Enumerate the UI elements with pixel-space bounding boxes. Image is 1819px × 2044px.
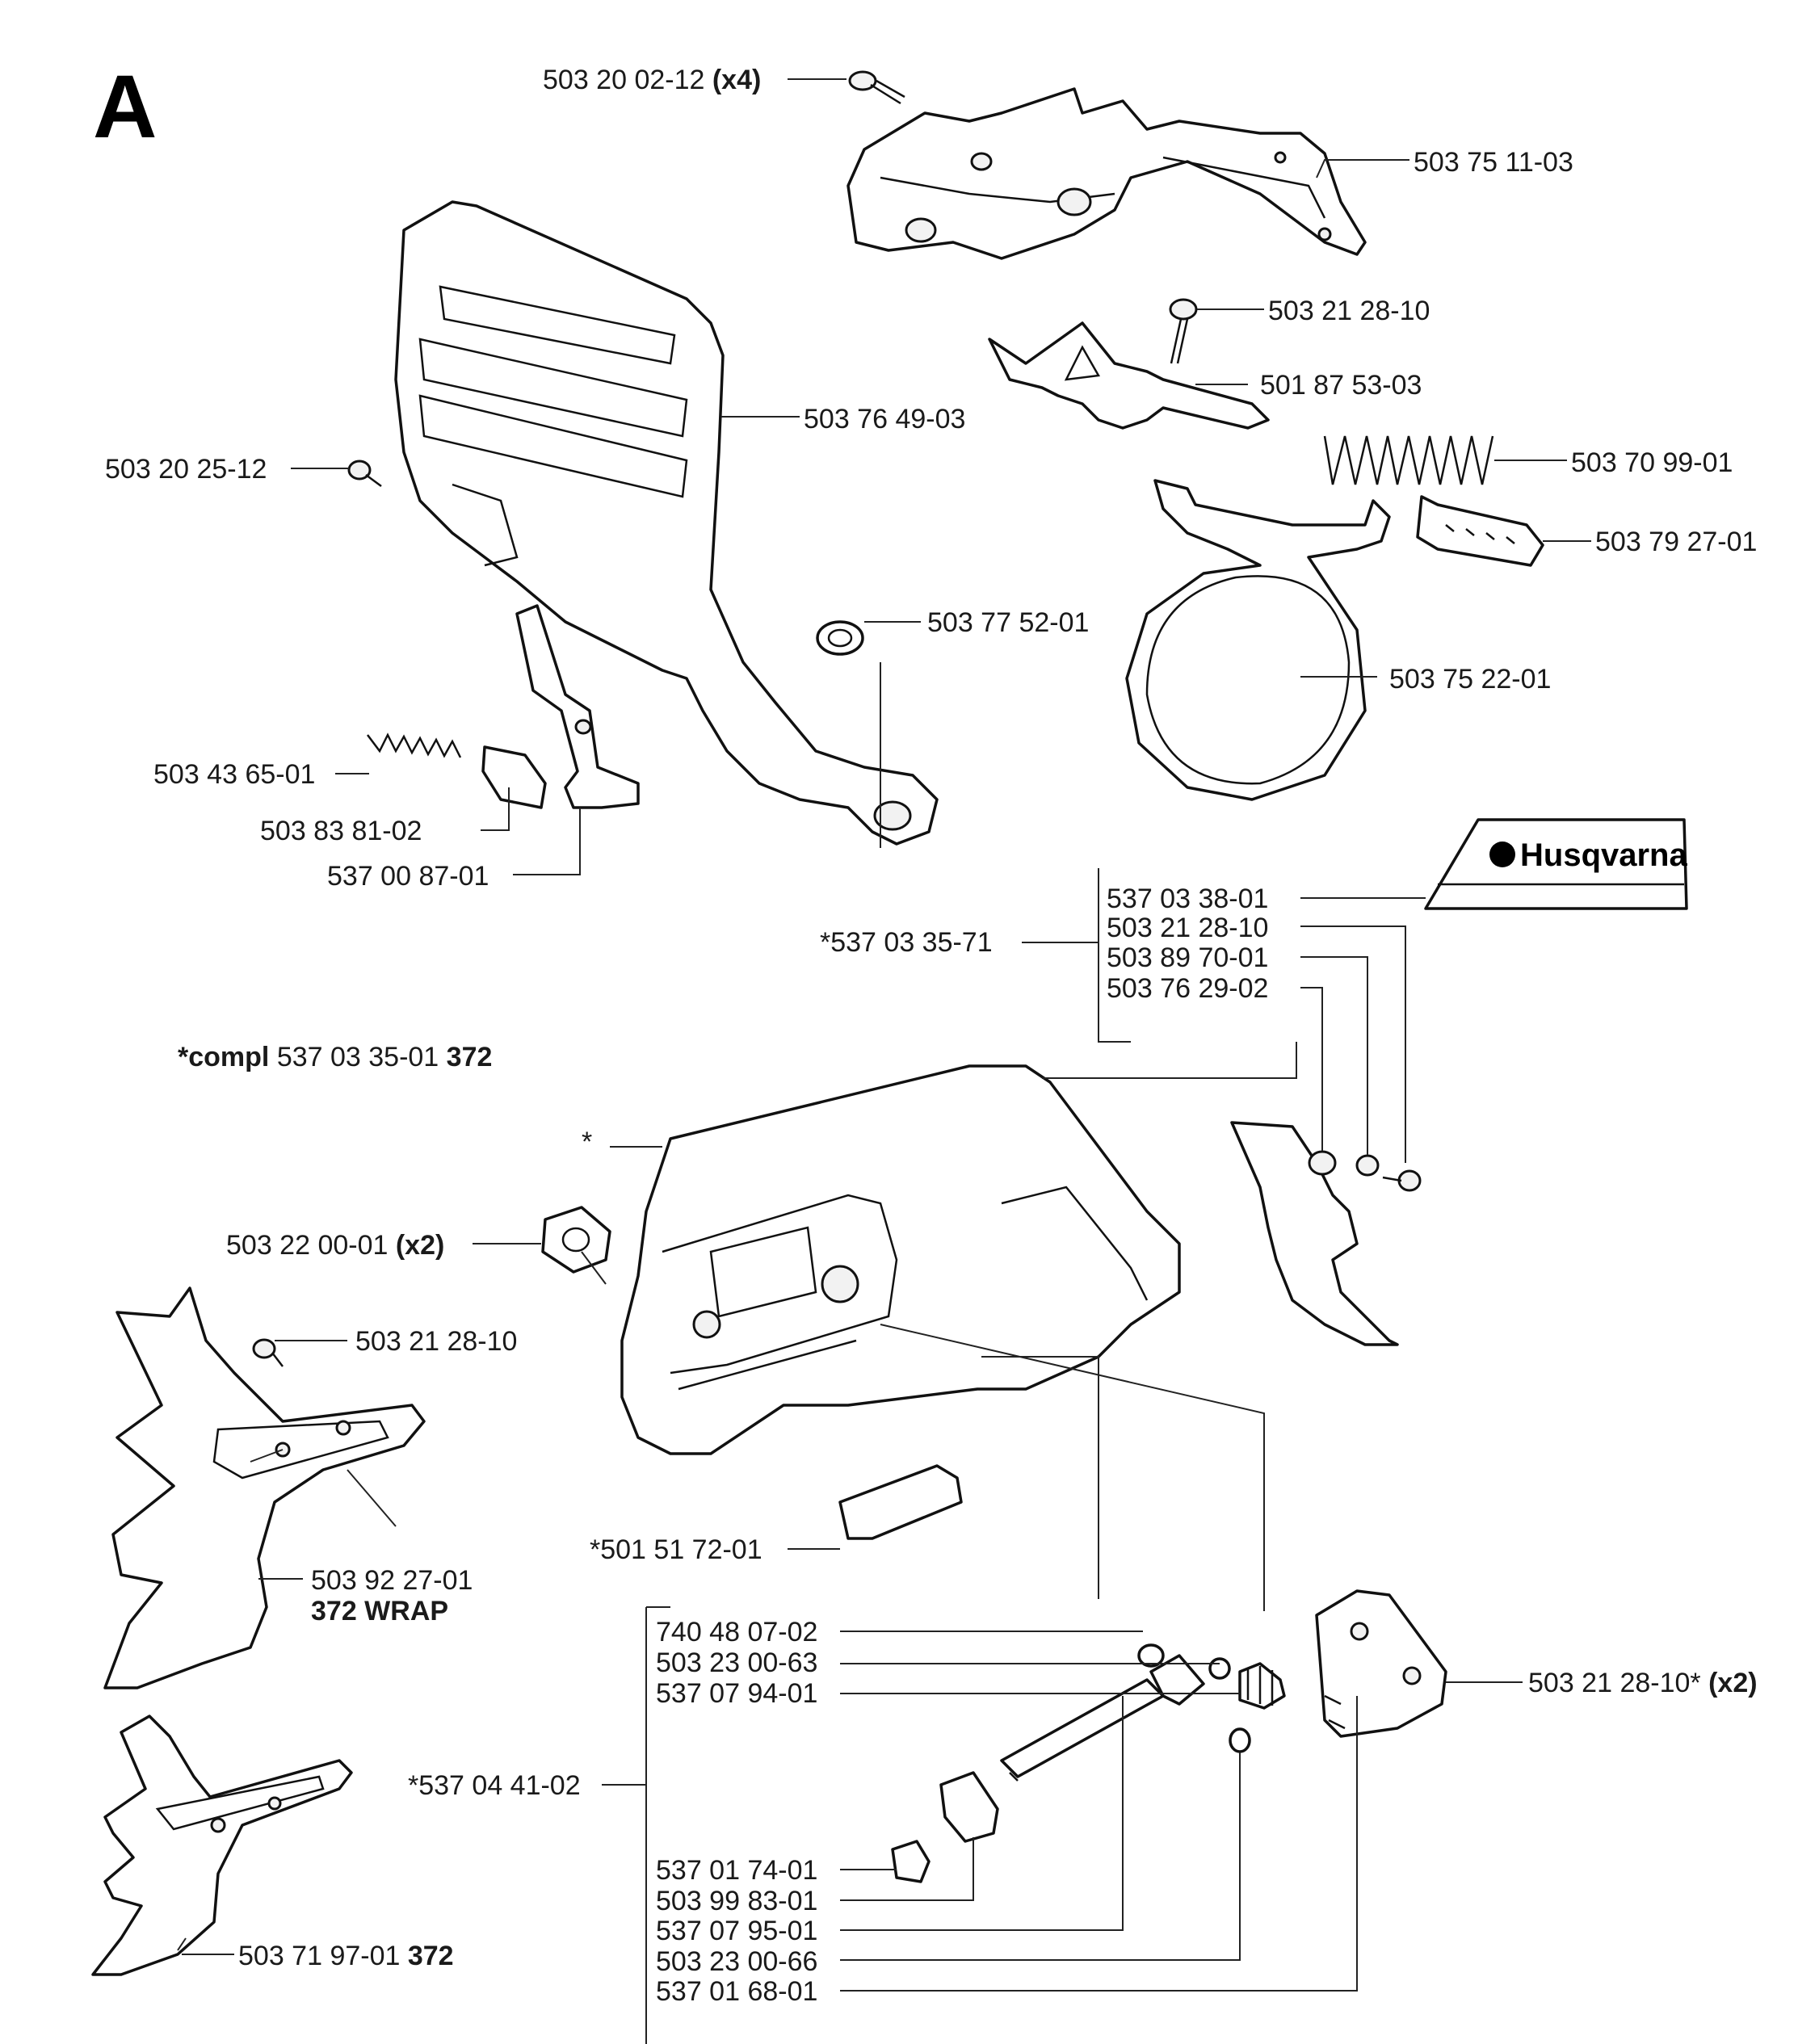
label-503-71-97-01: 503 71 97-01 372 bbox=[238, 1941, 454, 1971]
brake-band-icon bbox=[1125, 479, 1391, 801]
label-503-21-28-10-left: 503 21 28-10 bbox=[355, 1326, 517, 1357]
label-503-89-70-01: 503 89 70-01 bbox=[1107, 942, 1268, 973]
tensioner-block bbox=[891, 1771, 999, 1883]
clutch-cover bbox=[620, 1064, 1181, 1455]
label-537-03-35-71: *537 03 35-71 bbox=[820, 927, 993, 958]
label-503-21-28-10-top: 503 21 28-10 bbox=[1268, 296, 1430, 326]
label-501-51-72-01: *501 51 72-01 bbox=[590, 1534, 762, 1565]
label-503-21-28-10-x2: 503 21 28-10* (x2) bbox=[1528, 1668, 1758, 1698]
label-503-76-49-03: 503 76 49-03 bbox=[804, 404, 965, 434]
screw-icon bbox=[848, 70, 905, 105]
label-503-92-27-01: 503 92 27-01 bbox=[311, 1565, 473, 1596]
label-503-21-28-10-mid: 503 21 28-10 bbox=[1107, 913, 1268, 943]
label-503-23-00-63: 503 23 00-63 bbox=[656, 1647, 817, 1678]
chain-brake-handle bbox=[394, 200, 939, 846]
washer-icon bbox=[1308, 1150, 1380, 1177]
screw-icon bbox=[347, 460, 382, 488]
label-537-07-94-01: 537 07 94-01 bbox=[656, 1678, 817, 1709]
chain-guard-upper bbox=[846, 87, 1367, 260]
chain-tensioner bbox=[1315, 1589, 1447, 1738]
spring-icon bbox=[367, 732, 462, 758]
label-740-48-07-02: 740 48 07-02 bbox=[656, 1617, 817, 1647]
label-503-76-29-02: 503 76 29-02 bbox=[1107, 973, 1268, 1004]
label-537-04-41-02: *537 04 41-02 bbox=[408, 1770, 581, 1801]
leader-lines bbox=[177, 78, 1591, 2044]
bumper-spike-small bbox=[91, 1715, 353, 1976]
label-503-77-52-01: 503 77 52-01 bbox=[927, 607, 1089, 638]
label-501-87-53-03: 501 87 53-03 bbox=[1260, 370, 1422, 401]
label-503-75-22-01: 503 75 22-01 bbox=[1389, 664, 1551, 695]
cover-piece-icon bbox=[838, 1464, 963, 1540]
adjuster-screw bbox=[1000, 1654, 1205, 1782]
bumper-spike-large bbox=[103, 1286, 426, 1689]
brand-name: Husqvarna bbox=[1520, 837, 1687, 873]
screw-icon bbox=[252, 1338, 284, 1367]
label-503-23-00-66: 503 23 00-66 bbox=[656, 1946, 817, 1977]
label-503-99-83-01: 503 99 83-01 bbox=[656, 1886, 817, 1916]
husqvarna-decal: Husqvarna bbox=[1424, 818, 1688, 910]
lever-icon bbox=[515, 604, 640, 809]
gear-icon bbox=[1238, 1662, 1286, 1710]
screw-icon bbox=[1169, 298, 1198, 364]
section-letter: A bbox=[93, 57, 157, 157]
label-503-70-99-01: 503 70 99-01 bbox=[1571, 447, 1733, 478]
screw-icon bbox=[1382, 1169, 1422, 1192]
label-503-75-11-03: 503 75 11-03 bbox=[1414, 147, 1573, 178]
note-compl: *compl 537 03 35-01 372 bbox=[178, 1042, 492, 1072]
brake-lever-piece bbox=[1230, 1121, 1399, 1346]
label-503-20-25-12: 503 20 25-12 bbox=[105, 454, 267, 485]
label-503-20-02-12: 503 20 02-12 (x4) bbox=[543, 65, 761, 95]
nut-icon bbox=[541, 1206, 611, 1274]
note-372-wrap: 372 WRAP bbox=[311, 1596, 448, 1626]
label-537-03-38-01: 537 03 38-01 bbox=[1107, 883, 1268, 914]
label-503-83-81-02: 503 83 81-02 bbox=[260, 816, 422, 846]
o-ring-icon bbox=[1137, 1643, 1251, 1753]
bushing-icon bbox=[816, 620, 864, 656]
label-537-00-87-01: 537 00 87-01 bbox=[327, 861, 489, 892]
label-537-01-74-01: 537 01 74-01 bbox=[656, 1855, 817, 1886]
plate-icon bbox=[1416, 495, 1544, 567]
block-icon bbox=[481, 745, 547, 809]
label-503-79-27-01: 503 79 27-01 bbox=[1595, 527, 1757, 557]
spring-icon bbox=[1323, 435, 1494, 485]
label-537-01-68-01: 537 01 68-01 bbox=[656, 1976, 817, 2007]
label-537-07-95-01: 537 07 95-01 bbox=[656, 1916, 817, 1946]
part-labels: 503 20 02-12 (x4) 503 75 11-03 503 21 28… bbox=[105, 65, 1758, 2007]
husqvarna-crown-logo bbox=[1489, 842, 1515, 867]
label-star-cover: * bbox=[582, 1127, 592, 1157]
latch-icon bbox=[988, 321, 1270, 430]
label-503-22-00-01: 503 22 00-01 (x2) bbox=[226, 1230, 444, 1261]
label-503-43-65-01: 503 43 65-01 bbox=[153, 759, 315, 790]
